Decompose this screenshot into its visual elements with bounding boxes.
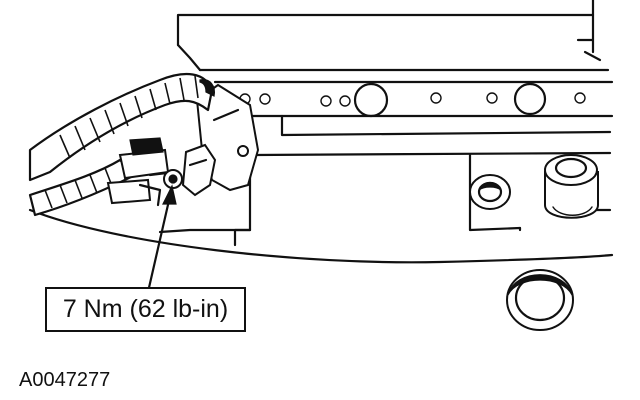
rail-holes <box>239 82 586 118</box>
lower-body-panel <box>28 114 614 264</box>
upper-frame-rail <box>176 0 614 118</box>
torque-callout-label: 7 Nm (62 lb-in) <box>45 287 246 332</box>
stud-cylinder <box>544 154 599 219</box>
sensor-bracket <box>181 83 260 197</box>
leader-arrow <box>146 184 177 294</box>
lower-round-boss <box>506 269 574 331</box>
retaining-bolt <box>163 169 183 189</box>
figure-id-label: A0047277 <box>19 369 111 391</box>
socket-boss <box>469 174 511 210</box>
